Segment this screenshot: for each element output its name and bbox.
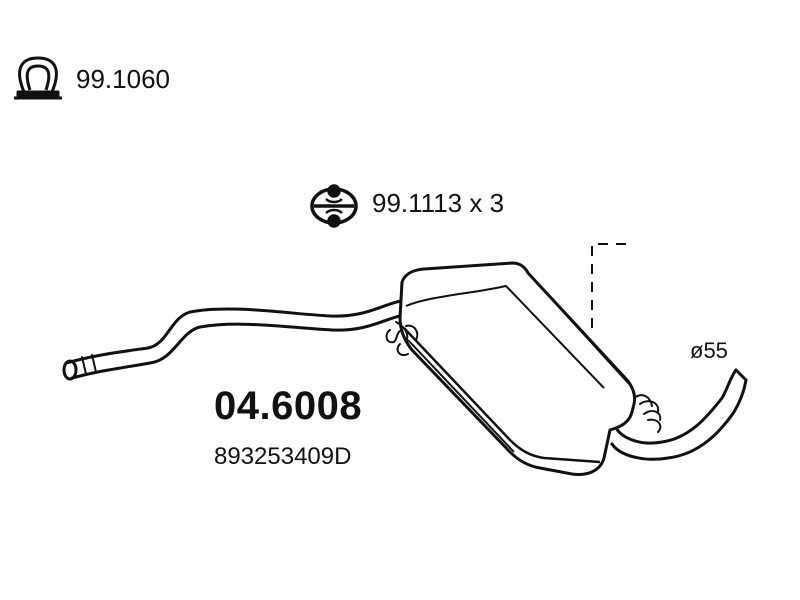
- inlet-hanger-brackets: [385, 321, 419, 356]
- pipe-clamp-icon: [14, 56, 62, 100]
- product-part-number: 04.6008: [214, 384, 363, 428]
- outlet-pipe: [610, 368, 748, 461]
- outlet-hanger-brackets: [633, 394, 662, 433]
- silencer-body: [398, 261, 637, 476]
- clamp-part-number: 99.1060: [76, 64, 170, 94]
- outlet-diameter: ø55: [690, 338, 728, 363]
- inlet-pipe: [62, 298, 412, 381]
- hanger-part-number: 99.1113 x 3: [372, 188, 505, 218]
- reference-line: [591, 243, 628, 328]
- oem-number: 893253409D: [214, 443, 352, 470]
- rubber-hanger-icon: [310, 184, 358, 228]
